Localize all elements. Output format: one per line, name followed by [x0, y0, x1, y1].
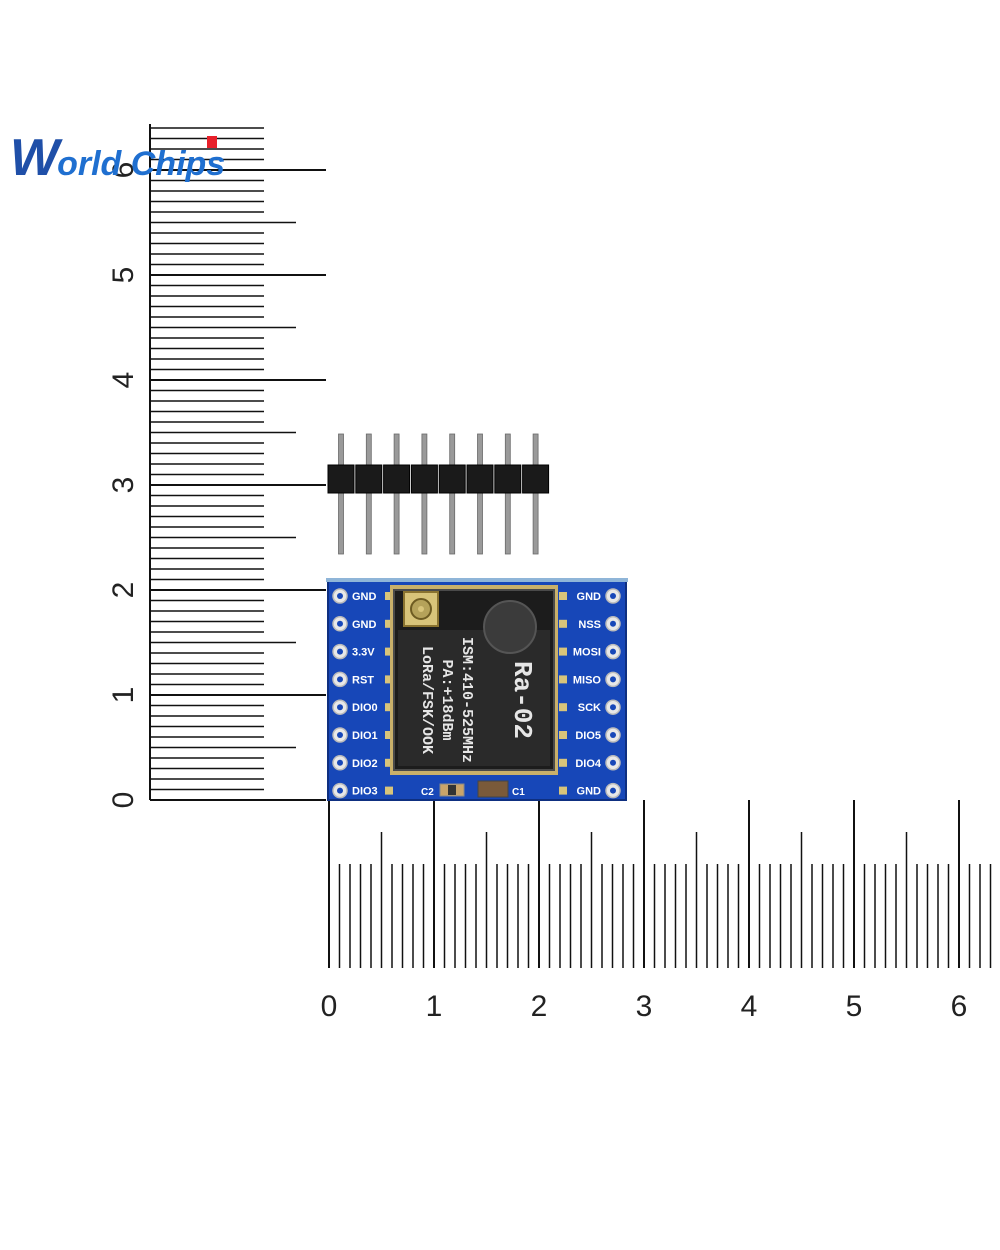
capacitor-c1 [477, 780, 509, 798]
left-module-pad [385, 758, 393, 767]
header-plastic-block [327, 464, 355, 494]
ipex-center [418, 606, 424, 612]
left-module-pad [385, 592, 393, 600]
header-pin [477, 433, 483, 555]
header-pin [532, 433, 539, 555]
capacitor-c2-body [448, 785, 456, 795]
pin-header [327, 433, 550, 555]
left-pin-hole [337, 593, 343, 599]
right-pin-label: GND [577, 591, 602, 603]
vertical-ruler: 0 1 2 3 4 5 6 [107, 124, 326, 808]
logo-letter-w: W [10, 129, 59, 187]
left-pin-label: GND [352, 591, 377, 603]
module-power: PA:+18dBm [438, 659, 455, 740]
vertical-ruler-label: 2 [107, 582, 140, 599]
capacitor-c2-label: C2 [421, 787, 434, 798]
right-module-pad [559, 786, 567, 795]
capacitor-c1-label: C1 [512, 787, 525, 798]
header-pin [393, 433, 400, 555]
left-pin-hole [337, 704, 343, 711]
right-module-pad [559, 731, 567, 739]
header-plastic-block [522, 464, 550, 494]
right-module-pad [559, 703, 567, 712]
left-pin-hole [337, 759, 343, 766]
header-plastic-block [466, 464, 494, 494]
module-shield-face [398, 630, 550, 766]
left-module-pad [385, 647, 393, 656]
logo-text: orld Chips [57, 145, 226, 183]
right-pin-hole [610, 676, 616, 683]
vertical-ruler-label: 1 [107, 687, 140, 704]
left-pin-hole [337, 620, 343, 627]
right-pin-hole [610, 787, 616, 794]
left-module-pad [385, 786, 393, 795]
right-pin-label: NSS [578, 619, 601, 631]
horizontal-ruler-label: 3 [636, 990, 653, 1023]
right-module-pad [559, 592, 567, 600]
left-pin-label: DIO2 [352, 758, 378, 770]
horizontal-ruler: 0 1 2 3 4 5 6 [321, 800, 992, 1023]
right-pin-label: DIO4 [575, 758, 602, 770]
left-pin-hole [337, 648, 343, 655]
left-pin-hole [337, 787, 343, 794]
horizontal-ruler-label: 4 [741, 990, 758, 1023]
left-module-pad [385, 703, 393, 712]
right-pin-hole [610, 620, 616, 627]
right-pin-hole [610, 732, 616, 738]
worldchips-logo: World Chips [10, 128, 225, 188]
right-pin-label: GND [577, 786, 602, 798]
right-pin-hole [610, 648, 616, 655]
right-pin-hole [610, 593, 616, 599]
header-plastic-block [438, 464, 466, 494]
logo-red-dot [207, 136, 217, 148]
right-module-pad [559, 675, 567, 684]
right-module-pad [559, 647, 567, 656]
module-freq: ISM:410-525MHz [458, 637, 475, 763]
vertical-ruler-label: 0 [107, 792, 140, 809]
left-module-pad [385, 675, 393, 684]
module-modulation: LoRa/FSK/OOK [418, 646, 435, 754]
vertical-ruler-label: 5 [107, 267, 140, 284]
vertical-ruler-label: 6 [107, 162, 140, 179]
right-pin-hole [610, 759, 616, 766]
header-plastic-block [494, 464, 522, 494]
right-pin-label: DIO5 [575, 730, 601, 742]
left-pin-label: DIO1 [352, 730, 378, 742]
header-pin [365, 433, 372, 555]
horizontal-ruler-label: 0 [321, 990, 338, 1023]
right-module-pad [559, 619, 567, 628]
header-pin [449, 433, 456, 555]
left-module-pad [385, 619, 393, 628]
header-plastic-block [383, 464, 411, 494]
left-pin-label: 3.3V [352, 647, 375, 659]
left-pin-hole [337, 732, 343, 738]
header-pin [504, 433, 511, 555]
right-pin-label: MOSI [573, 647, 601, 659]
pcb-edge [326, 578, 628, 582]
vertical-ruler-label: 3 [107, 477, 140, 494]
right-pin-hole [610, 704, 616, 711]
header-pin [421, 433, 428, 555]
horizontal-ruler-label: 1 [426, 990, 443, 1023]
right-module-pad [559, 758, 567, 767]
module-pick-mark [483, 600, 537, 654]
left-pin-hole [337, 676, 343, 683]
left-module-pad [385, 731, 393, 739]
horizontal-ruler-label: 6 [951, 990, 968, 1023]
left-pin-label: DIO0 [352, 702, 378, 714]
header-pin [338, 433, 344, 555]
right-pin-label: MISO [573, 674, 602, 686]
left-pin-label: RST [352, 674, 374, 686]
header-plastic-block [355, 464, 383, 494]
right-pin-label: SCK [578, 702, 601, 714]
module-name: Ra-02 [507, 661, 537, 739]
left-pin-label: GND [352, 619, 377, 631]
left-pin-label: DIO3 [352, 786, 378, 798]
vertical-ruler-label: 4 [107, 372, 140, 389]
horizontal-ruler-label: 2 [531, 990, 548, 1023]
header-plastic-block [410, 464, 438, 494]
horizontal-ruler-label: 5 [846, 990, 863, 1023]
